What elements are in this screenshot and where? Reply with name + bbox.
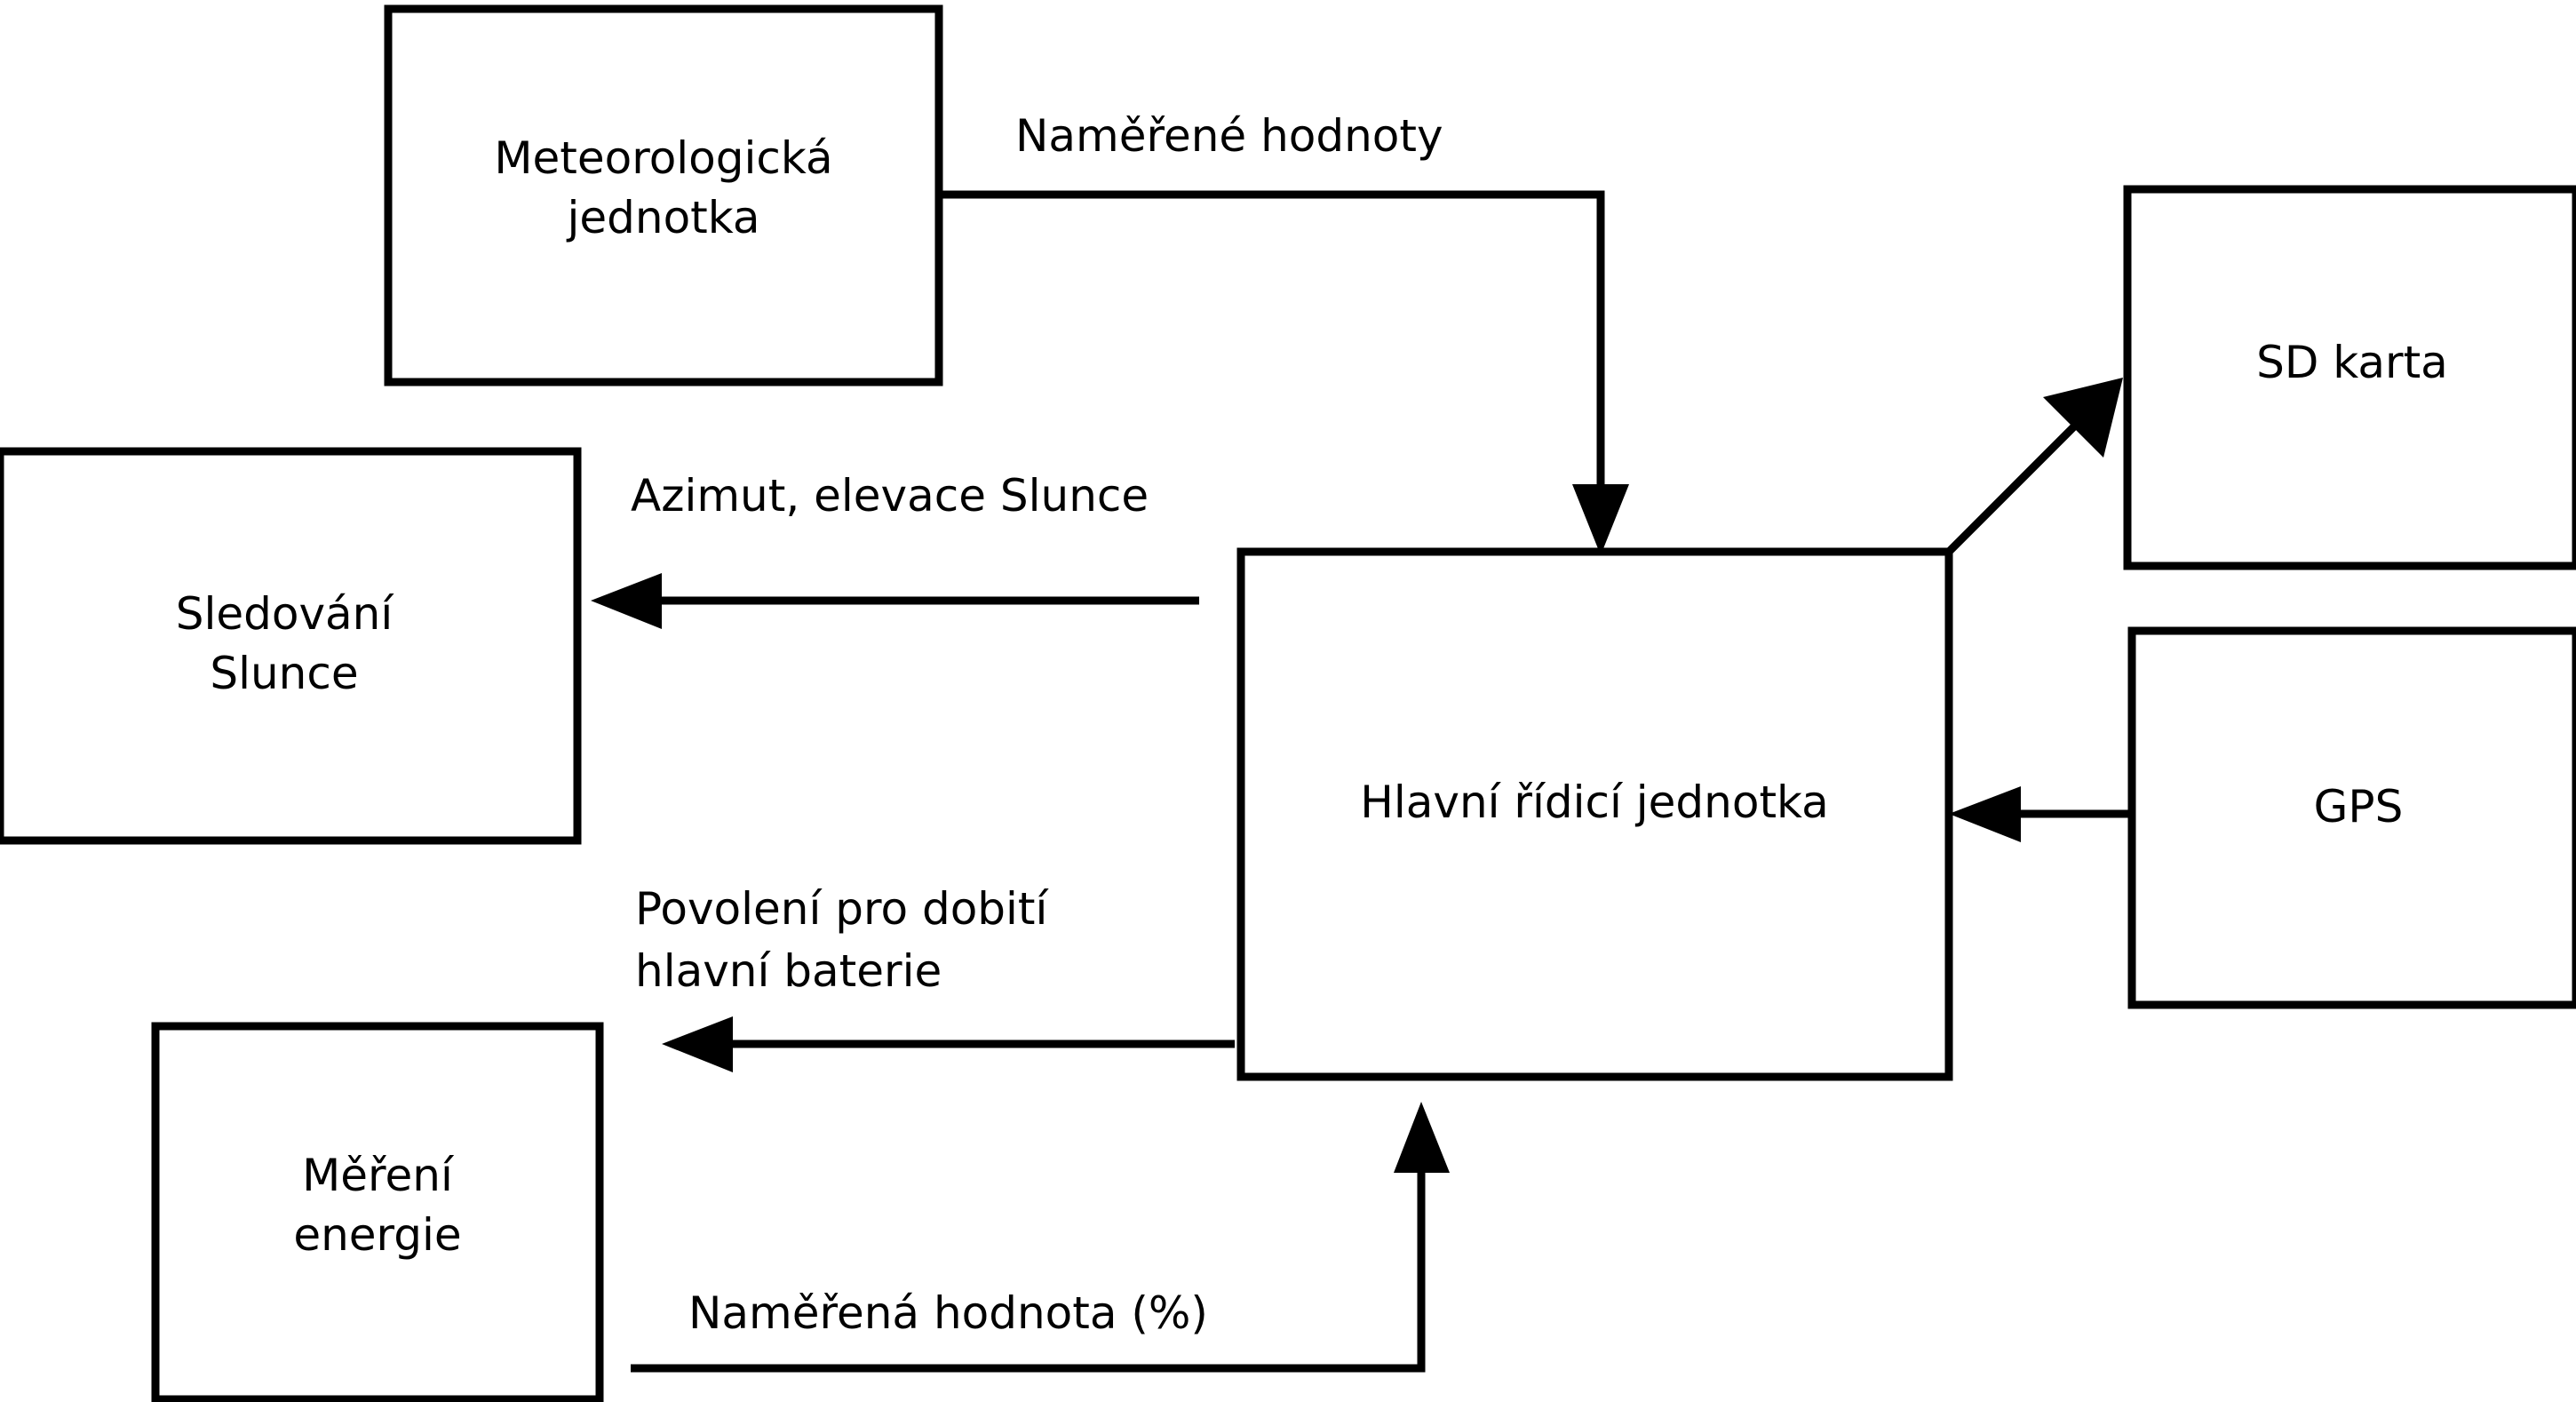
arrow-head-icon xyxy=(1394,1102,1450,1173)
arrow-head-icon xyxy=(1949,786,2021,842)
node-gps[interactable]: GPS xyxy=(2127,626,2576,1009)
node-label-line-1: Hlavní řídicí jednotka xyxy=(1360,777,1829,828)
node-box xyxy=(0,447,582,845)
arrow-head-icon xyxy=(662,1016,733,1072)
arrow-head-icon xyxy=(2043,378,2123,458)
edge-label-povoleni-line-1: Povolení pro dobití xyxy=(635,883,1050,935)
node-label-line-1: Meteorologická xyxy=(494,132,832,184)
node-box xyxy=(2127,626,2576,1009)
node-label-line-1: GPS xyxy=(2314,781,2404,832)
node-meteorologicka-jednotka[interactable]: Meteorologická jednotka xyxy=(384,4,943,386)
edge-gps-to-main xyxy=(1949,786,2132,842)
node-box xyxy=(2123,185,2576,570)
node-box xyxy=(1236,547,1953,1081)
edge-line xyxy=(631,1155,1426,1373)
node-box xyxy=(384,4,943,386)
node-hlavni-ridici-jednotka[interactable]: Hlavní řídicí jednotka xyxy=(1236,547,1953,1081)
node-label-line-2: energie xyxy=(293,1209,461,1261)
node-label-line-2: jednotka xyxy=(567,192,760,243)
node-label-line-2: Slunce xyxy=(210,648,358,699)
edge-line xyxy=(1945,418,2082,555)
node-label-line-1: SD karta xyxy=(2256,337,2448,388)
edge-label-namerene-hodnoty: Naměřené hodnoty xyxy=(1015,110,1443,162)
node-mereni-energie[interactable]: Měření energie xyxy=(151,1022,604,1402)
node-label-line-1: Měření xyxy=(302,1150,455,1201)
node-box xyxy=(151,1022,604,1402)
edge-main-to-energy xyxy=(662,1016,1235,1072)
edge-main-to-sun-tracking xyxy=(591,573,1199,629)
edge-label-azimut-elevace-slunce: Azimut, elevace Slunce xyxy=(631,470,1149,522)
edge-energy-to-main xyxy=(631,1102,1450,1373)
arrow-head-icon xyxy=(591,573,662,629)
node-sledovani-slunce[interactable]: Sledování Slunce xyxy=(0,447,582,845)
node-sd-karta[interactable]: SD karta xyxy=(2123,185,2576,570)
edge-line xyxy=(939,190,1605,502)
edge-label-namerena-hodnota: Naměřená hodnota (%) xyxy=(688,1287,1208,1339)
edge-main-to-sd-card xyxy=(1945,378,2123,555)
node-label-line-1: Sledování xyxy=(176,588,395,640)
arrow-head-icon xyxy=(1572,484,1629,555)
edge-meteo-to-main xyxy=(939,190,1629,555)
edge-label-povoleni-line-2: hlavní baterie xyxy=(635,945,942,997)
